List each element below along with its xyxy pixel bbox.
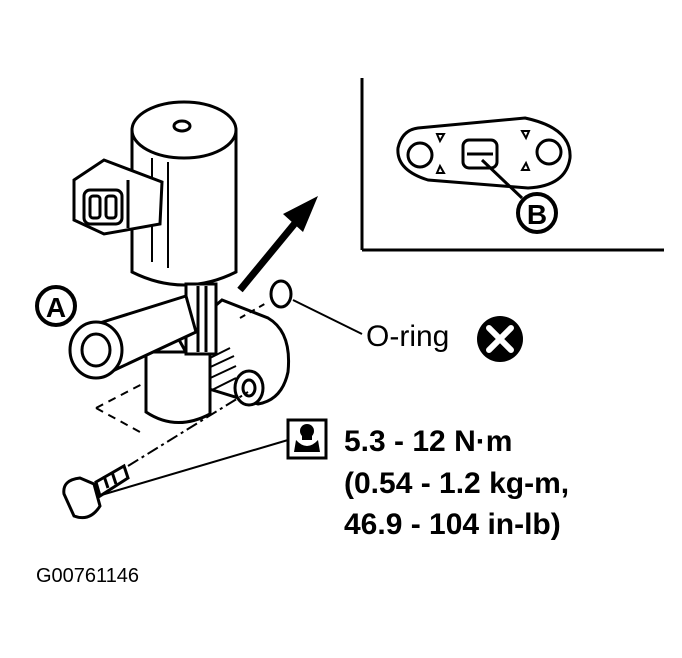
torque-line-2: (0.54 - 1.2 kg-m,: [344, 467, 569, 500]
gasket-plate: [396, 116, 572, 190]
wrench-torque-icon: [286, 418, 328, 460]
callout-a: A: [35, 285, 77, 327]
gasket-arrows: [435, 130, 531, 174]
o-ring: [239, 279, 363, 335]
electrical-connector: [72, 158, 164, 236]
inlet-pipe: [68, 294, 198, 380]
o-ring-leader: [292, 299, 363, 335]
o-ring-label: O-ring: [366, 320, 449, 353]
torque-line-3: 46.9 - 104 in-lb): [344, 508, 561, 541]
callout-b-letter: B: [527, 199, 547, 230]
direction-arrow: [237, 196, 318, 293]
callout-b: B: [516, 192, 558, 234]
callout-b-leader: [480, 158, 524, 200]
torque-line-1: 5.3 - 12 N·m: [344, 425, 512, 458]
x-circle-icon: [477, 316, 523, 362]
inset-frame: [360, 78, 664, 252]
bolt-center-line: [127, 391, 249, 467]
figure-code: G00761146: [36, 565, 139, 587]
mounting-bolt: [62, 463, 130, 520]
torque-leader: [97, 439, 289, 497]
valve-lower-body: [144, 350, 212, 424]
callout-a-letter: A: [46, 292, 66, 323]
